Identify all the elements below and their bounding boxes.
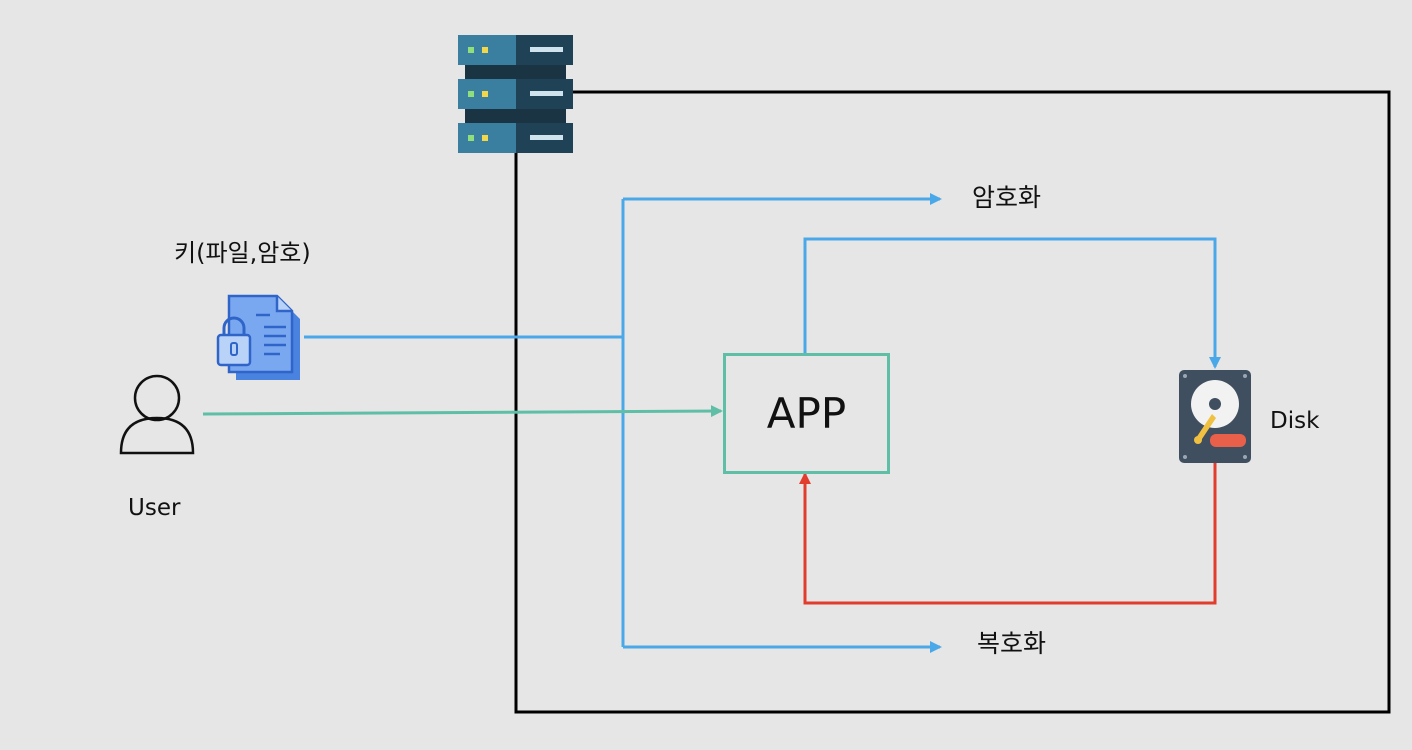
server-boundary: [514, 90, 1391, 714]
encrypt-label: 암호화: [972, 183, 1042, 212]
locked-document-icon: [216, 294, 300, 380]
server-rack-icon: [458, 35, 573, 153]
user-outline-icon: [119, 374, 195, 455]
app-label: APP: [766, 389, 847, 438]
disk-to-app-arrow: [799, 463, 1217, 605]
hard-disk-icon: [1179, 370, 1251, 463]
user-label: User: [128, 495, 181, 521]
decrypt-label: 복호화: [977, 629, 1047, 658]
app-to-disk-arrow: [803, 237, 1221, 369]
app-box: APP: [723, 353, 890, 474]
user-to-app-arrow: [202, 405, 723, 418]
disk-label: Disk: [1270, 408, 1320, 434]
key-file-label: 키(파일,암호): [174, 239, 311, 267]
